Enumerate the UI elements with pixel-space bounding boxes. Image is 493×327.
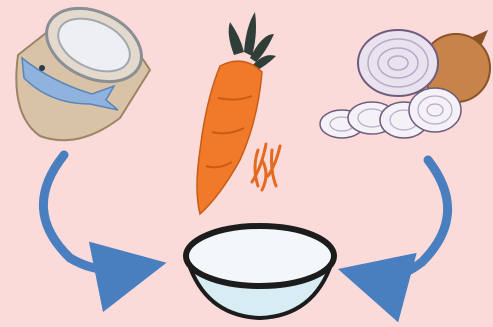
ingredients-diagram [0,0,493,327]
diagram-svg [0,0,493,327]
